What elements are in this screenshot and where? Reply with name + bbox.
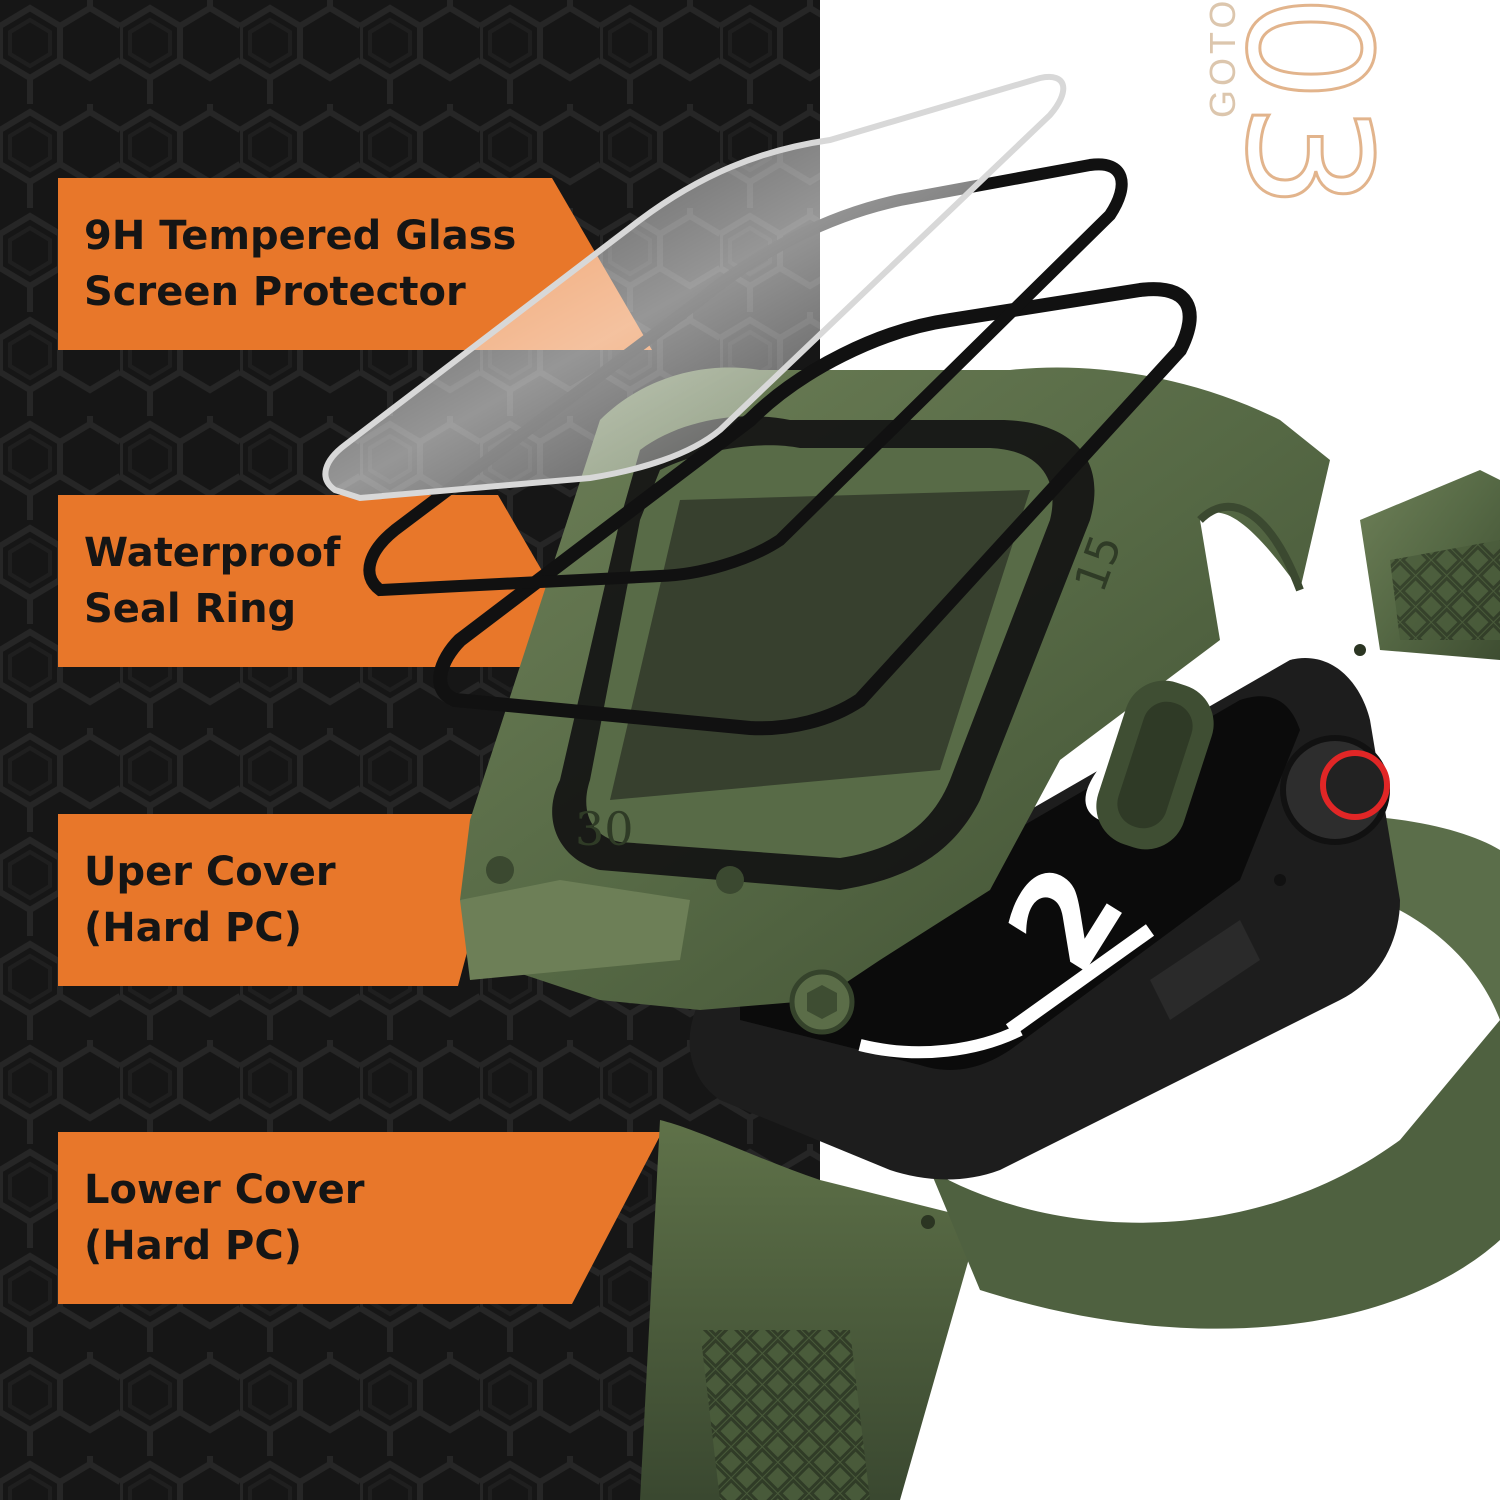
label-banner — [58, 1132, 662, 1304]
label-line: 9H Tempered Glass — [84, 213, 517, 259]
label-banner — [58, 495, 598, 667]
digital-crown-icon — [1280, 735, 1390, 845]
label-glass-protector: 9H Tempered Glass Screen Protector — [58, 178, 652, 350]
label-line: (Hard PC) — [84, 1223, 302, 1269]
label-line: (Hard PC) — [84, 905, 302, 951]
label-line: Screen Protector — [84, 269, 466, 315]
label-banner — [58, 178, 652, 350]
case-marking-left: 30 — [575, 802, 634, 856]
label-banner — [58, 814, 488, 986]
upper-band-strap — [1354, 470, 1500, 660]
label-lower-cover: Lower Cover (Hard PC) — [58, 1132, 662, 1304]
label-seal-ring: Waterproof Seal Ring — [58, 495, 598, 667]
tempered-glass-protector — [322, 73, 1067, 502]
label-line: Lower Cover — [84, 1167, 365, 1213]
label-line: Waterproof — [84, 530, 341, 576]
label-line: Seal Ring — [84, 586, 297, 632]
label-upper-cover: Uper Cover (Hard PC) — [58, 814, 488, 986]
label-line: Uper Cover — [84, 849, 336, 895]
hex-screw-icon — [789, 969, 855, 1035]
